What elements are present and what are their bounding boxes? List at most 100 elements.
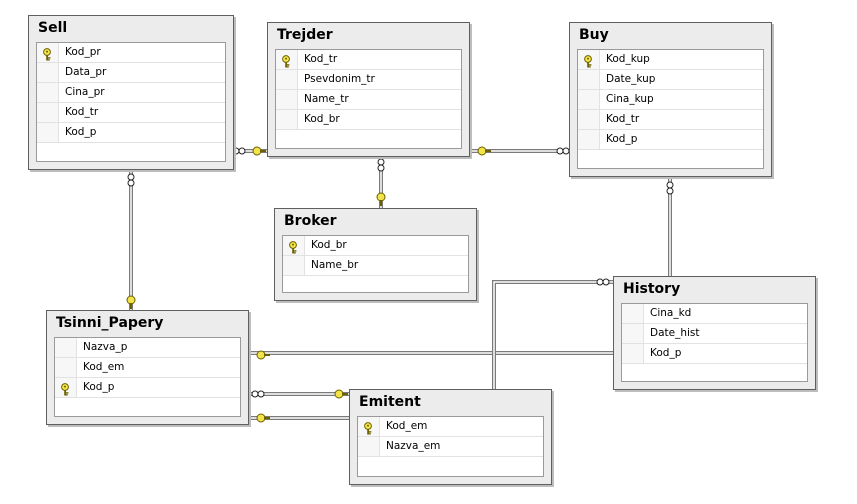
column-row[interactable]: Kod_em [358,417,543,437]
column-row[interactable]: Kod_pr [37,43,225,63]
column-row[interactable]: Kod_p [37,123,225,143]
column-name: Kod_em [386,420,428,432]
row-selector[interactable] [578,90,600,109]
column-name: Cina_kup [606,93,654,105]
one-end-key-icon [252,146,266,156]
primary-key-icon [60,381,72,396]
column-name: Kod_tr [606,113,640,125]
column-name: Nazva_p [83,341,128,353]
column-name: Kod_em [83,361,125,373]
column-name: Kod_br [311,239,347,251]
row-selector[interactable] [276,110,298,129]
row-selector[interactable] [37,83,59,102]
many-end-icon [556,147,570,155]
column-row[interactable]: Name_br [283,256,468,276]
column-name: Kod_tr [65,106,99,118]
row-selector[interactable] [37,123,59,142]
row-selector[interactable] [276,90,298,109]
column-name: Kod_p [650,347,682,359]
row-selector[interactable] [55,358,77,377]
column-name: Kod_p [606,133,638,145]
column-name: Kod_p [83,381,115,393]
row-selector[interactable] [578,70,600,89]
row-selector[interactable] [37,63,59,82]
relationship-connector[interactable] [470,146,570,156]
column-row[interactable]: Nazva_p [55,338,240,358]
column-row[interactable]: Kod_kup [578,50,763,70]
column-row[interactable]: Cina_pr [37,83,225,103]
row-selector[interactable] [283,256,305,275]
column-row[interactable]: Name_tr [276,90,461,110]
column-name: Kod_br [304,113,340,125]
primary-key-icon [281,53,293,68]
column-name: Cina_pr [65,86,105,98]
relationship-connector[interactable] [249,350,613,360]
one-end-key-icon [376,192,386,206]
column-row[interactable]: Data_pr [37,63,225,83]
relationship-connector[interactable] [249,413,349,423]
column-name: Kod_kup [606,53,650,65]
relationship-connector[interactable] [376,157,386,208]
column-row[interactable]: Psevdonim_tr [276,70,461,90]
one-end-key-icon [256,413,270,423]
one-end-key-icon [334,389,348,399]
one-end-key-icon [477,146,491,156]
column-row[interactable]: Kod_br [283,236,468,256]
many-end-icon [596,278,610,286]
row-selector[interactable] [55,338,77,357]
relationship-connector[interactable] [126,170,136,310]
row-selector[interactable] [578,110,600,129]
column-name: Name_br [311,259,359,271]
relationship-connector[interactable] [666,177,674,276]
column-row[interactable]: Date_kup [578,70,763,90]
column-row[interactable]: Cina_kd [622,304,807,324]
column-row[interactable]: Kod_tr [276,50,461,70]
column-name: Nazva_em [386,440,441,452]
column-row[interactable]: Date_hist [622,324,807,344]
row-selector[interactable] [276,70,298,89]
primary-key-icon [583,53,595,68]
table-title: Buy [579,27,609,43]
column-row[interactable]: Kod_p [622,344,807,364]
many-end-icon [666,181,674,195]
column-name: Date_kup [606,73,656,85]
primary-key-icon [42,46,54,61]
many-end-icon [127,173,135,187]
column-row[interactable]: Cina_kup [578,90,763,110]
column-row[interactable]: Kod_em [55,358,240,378]
row-selector[interactable] [622,324,644,343]
column-row[interactable]: Kod_br [276,110,461,130]
table-title: Emitent [359,394,421,410]
row-selector[interactable] [622,304,644,323]
column-row[interactable]: Kod_tr [37,103,225,123]
row-selector[interactable] [578,130,600,149]
one-end-key-icon [126,295,136,309]
relationship-connector[interactable] [249,389,349,399]
column-row[interactable]: Nazva_em [358,437,543,457]
column-row[interactable]: Kod_tr [578,110,763,130]
row-selector[interactable] [622,344,644,363]
table-title: History [623,281,681,297]
relationship-connector[interactable] [492,278,613,389]
relationship-connector[interactable] [232,146,267,156]
row-selector[interactable] [358,437,380,456]
row-selector[interactable] [37,103,59,122]
column-row[interactable]: Kod_p [55,378,240,398]
table-title: Broker [284,213,337,229]
many-end-icon [377,158,385,172]
column-row[interactable]: Kod_p [578,130,763,150]
